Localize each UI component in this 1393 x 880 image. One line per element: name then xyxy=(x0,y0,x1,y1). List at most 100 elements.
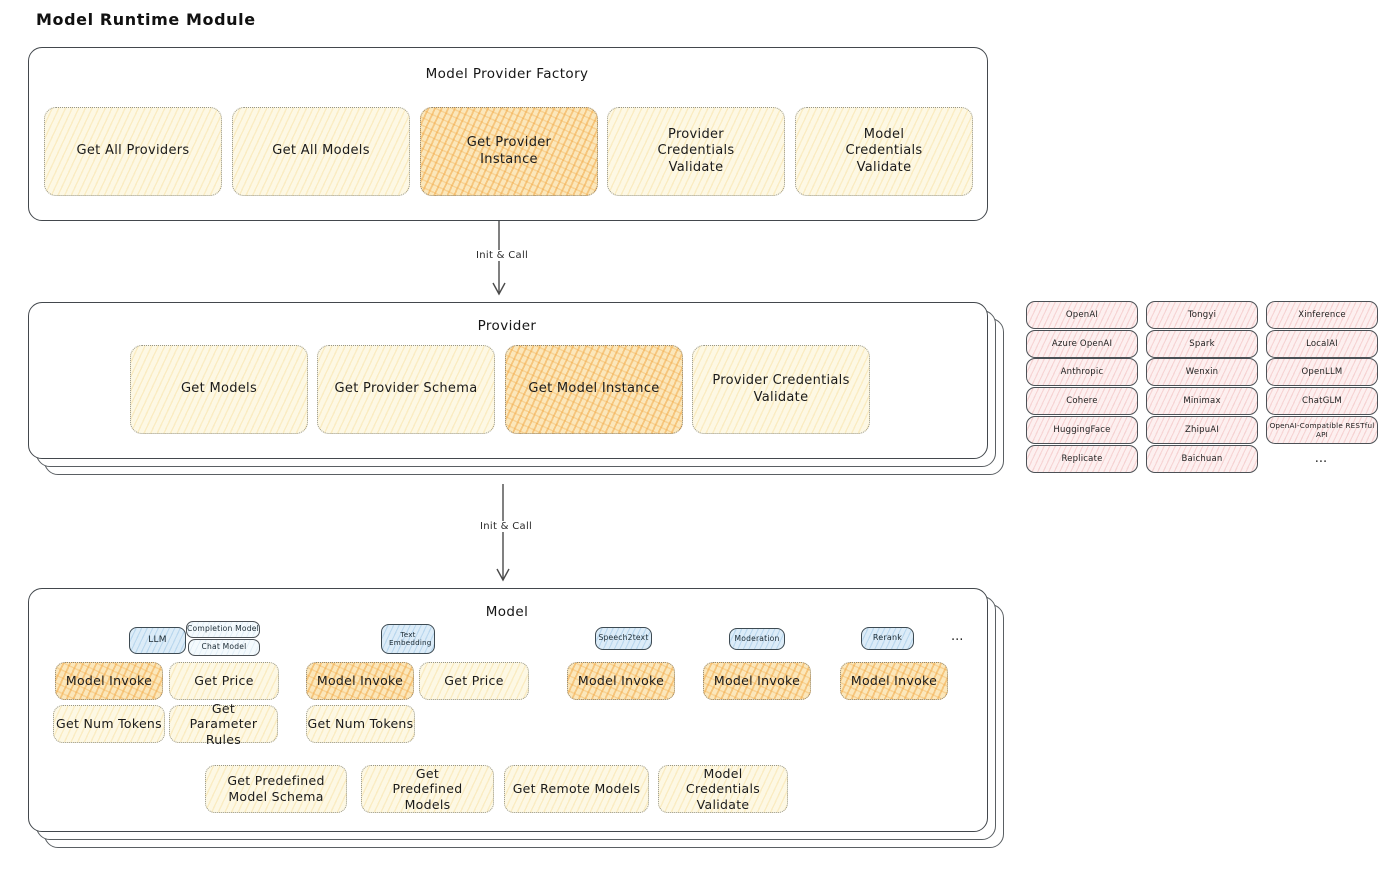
button-label: Get Predefined Models xyxy=(392,765,463,812)
tag-label: Rerank xyxy=(872,633,903,643)
button-label: Get Num Tokens xyxy=(56,716,162,732)
tag-speech2text: Speech2text xyxy=(595,627,652,650)
button-label: Model Invoke xyxy=(713,673,801,689)
provider-chip-baichuan: Baichuan xyxy=(1146,445,1258,473)
model-button-get-num-tokens-text-embedding: Get Num Tokens xyxy=(306,705,415,743)
factory-button-get-all-providers: Get All Providers xyxy=(44,107,222,196)
provider-chip-zhipuai: ZhipuAI xyxy=(1146,416,1258,444)
button-label: Get Remote Models xyxy=(512,781,641,797)
chip-label: LocalAI xyxy=(1306,339,1338,349)
provider-chip-openai-compatible: OpenAI-Compatible RESTful API xyxy=(1266,416,1378,444)
model-title: Model xyxy=(485,604,529,620)
button-label: Get Price xyxy=(194,673,254,689)
chip-label: Anthropic xyxy=(1060,367,1104,377)
button-label: Get Provider Instance xyxy=(466,135,552,167)
provider-title: Provider xyxy=(477,318,537,334)
factory-button-get-provider-instance: Get Provider Instance xyxy=(420,107,598,196)
chip-label: ChatGLM xyxy=(1302,396,1342,406)
button-label: Model Credentials Validate xyxy=(685,765,761,812)
tag-more: ... xyxy=(951,629,964,644)
button-label: Get All Models xyxy=(272,143,370,159)
provider-chip-tongyi: Tongyi xyxy=(1146,301,1258,329)
provider-chip-openai: OpenAI xyxy=(1026,301,1138,329)
tag-chat-model: Chat Model xyxy=(188,639,260,656)
provider-chip-localai: LocalAI xyxy=(1266,330,1378,358)
button-label: Provider Credentials Validate xyxy=(712,373,850,405)
button-label: Get Predefined Model Schema xyxy=(227,773,325,804)
tag-label: LLM xyxy=(148,634,167,645)
factory-button-get-all-models: Get All Models xyxy=(232,107,410,196)
button-label: Get Model Instance xyxy=(528,381,660,397)
provider-chip-xinference: Xinference xyxy=(1266,301,1378,329)
tag-llm: LLM xyxy=(129,627,186,654)
button-label: Model Invoke xyxy=(850,673,938,689)
model-button-invoke-moderation: Model Invoke xyxy=(703,662,811,700)
chip-label: Xinference xyxy=(1298,310,1346,320)
chip-label: OpenAI-Compatible RESTful API xyxy=(1269,421,1375,439)
tag-label: Completion Model xyxy=(187,624,259,634)
init-call-arrow-2 xyxy=(496,484,510,582)
factory-button-provider-credentials-validate: Provider Credentials Validate xyxy=(607,107,785,196)
factory-title: Model Provider Factory xyxy=(425,66,589,82)
chip-label: Minimax xyxy=(1183,396,1221,406)
chip-label: Azure OpenAI xyxy=(1051,339,1113,349)
chip-label: HuggingFace xyxy=(1053,425,1111,435)
button-label: Model Invoke xyxy=(65,673,153,689)
provider-button-get-model-instance: Get Model Instance xyxy=(505,345,683,434)
provider-chip-replicate: Replicate xyxy=(1026,445,1138,473)
tag-label: Speech2text xyxy=(598,633,649,643)
provider-chip-azure-openai: Azure OpenAI xyxy=(1026,330,1138,358)
model-button-get-num-tokens-llm: Get Num Tokens xyxy=(53,705,165,743)
button-label: Get Models xyxy=(180,381,258,397)
tag-label: Chat Model xyxy=(201,642,247,652)
chip-label: OpenLLM xyxy=(1301,367,1343,377)
provider-button-get-models: Get Models xyxy=(130,345,308,434)
page-title: Model Runtime Module xyxy=(36,10,256,29)
button-label: Get Num Tokens xyxy=(307,716,414,732)
model-button-get-predefined-model-schema: Get Predefined Model Schema xyxy=(205,765,347,813)
button-label: Get All Providers xyxy=(76,143,190,159)
provider-chip-spark: Spark xyxy=(1146,330,1258,358)
button-label: Get Provider Schema xyxy=(334,381,478,397)
tag-label: Moderation xyxy=(734,633,780,643)
model-button-get-price-text-embedding: Get Price xyxy=(419,662,529,700)
button-label: Get Parameter Rules xyxy=(189,700,258,747)
provider-chip-anthropic: Anthropic xyxy=(1026,358,1138,386)
model-button-get-parameter-rules: Get Parameter Rules xyxy=(169,701,278,747)
chip-label: Wenxin xyxy=(1185,367,1219,377)
model-button-model-credentials-validate: Model Credentials Validate xyxy=(658,765,788,813)
model-button-invoke-speech2text: Model Invoke xyxy=(567,662,675,700)
provider-chip-openllm: OpenLLM xyxy=(1266,358,1378,386)
model-button-invoke-text-embedding: Model Invoke xyxy=(306,662,414,700)
init-call-label-2: Init & Call xyxy=(476,521,537,532)
chip-label: ZhipuAI xyxy=(1184,425,1220,435)
tag-moderation: Moderation xyxy=(729,628,785,650)
init-call-label-1: Init & Call xyxy=(472,250,533,261)
provider-chip-cohere: Cohere xyxy=(1026,387,1138,415)
tag-label: Text Embedding xyxy=(389,630,432,647)
provider-button-get-provider-schema: Get Provider Schema xyxy=(317,345,495,434)
button-label: Model Invoke xyxy=(577,673,665,689)
provider-chip-chatglm: ChatGLM xyxy=(1266,387,1378,415)
model-button-get-remote-models: Get Remote Models xyxy=(504,765,649,813)
model-button-get-price-llm: Get Price xyxy=(169,662,279,700)
tag-rerank: Rerank xyxy=(861,627,914,650)
model-button-get-predefined-models: Get Predefined Models xyxy=(361,765,494,813)
provider-chip-wenxin: Wenxin xyxy=(1146,358,1258,386)
button-label: Model Invoke xyxy=(316,673,404,689)
chip-label: Cohere xyxy=(1066,396,1098,406)
provider-chip-minimax: Minimax xyxy=(1146,387,1258,415)
button-label: Model Credentials Validate xyxy=(845,127,923,175)
tag-completion-model: Completion Model xyxy=(186,621,260,638)
model-button-invoke-llm: Model Invoke xyxy=(55,662,163,700)
tag-text-embedding: Text Embedding xyxy=(381,624,435,654)
button-label: Get Price xyxy=(444,673,504,689)
button-label: Provider Credentials Validate xyxy=(657,127,735,175)
provider-chip-huggingface: HuggingFace xyxy=(1026,416,1138,444)
chip-label: OpenAI xyxy=(1065,310,1099,320)
chip-label: Baichuan xyxy=(1181,454,1223,464)
provider-button-provider-credentials-validate: Provider Credentials Validate xyxy=(692,345,870,434)
chip-label: Replicate xyxy=(1061,454,1103,464)
model-button-invoke-rerank: Model Invoke xyxy=(840,662,948,700)
